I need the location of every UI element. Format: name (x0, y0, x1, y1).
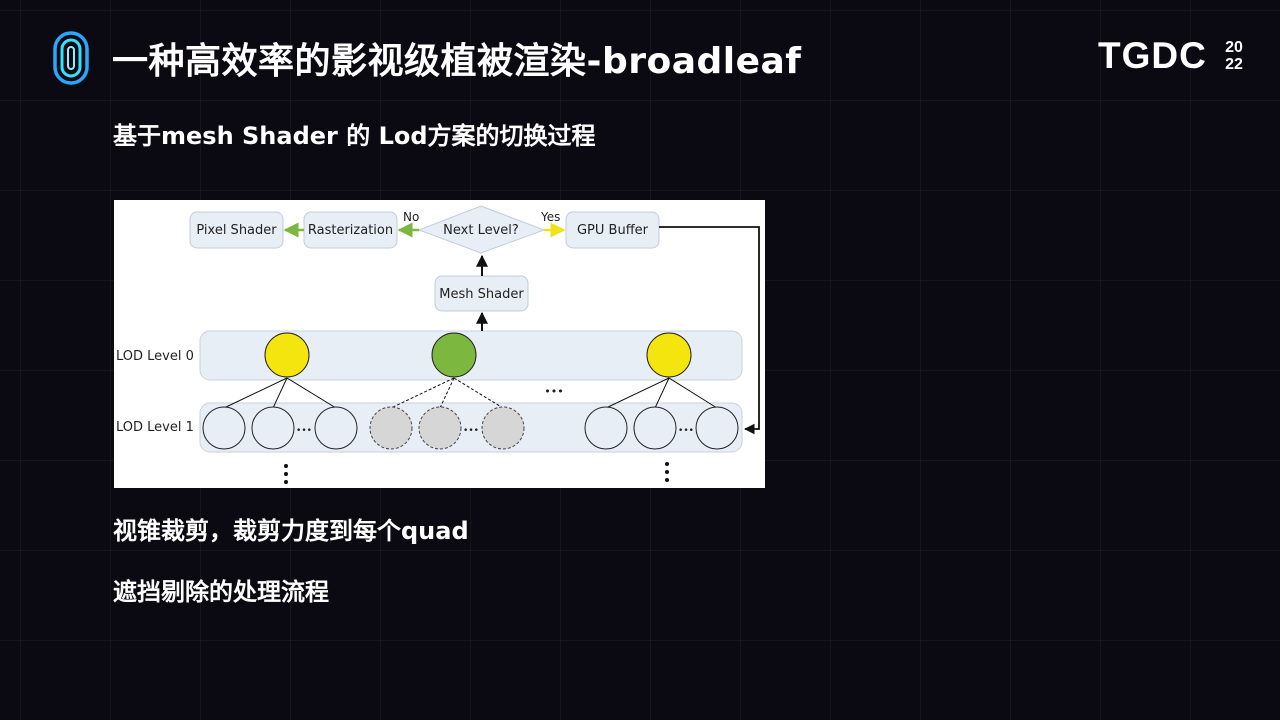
rasterization-label: Rasterization (308, 223, 393, 238)
gpu-buffer-node (565, 211, 660, 249)
brand-logo: TGDC 20 22 (1098, 36, 1250, 76)
lod-between-ellipsis: ••• (544, 385, 563, 398)
lod-level1-label: LOD Level 1 (116, 420, 194, 435)
no-edge-label: No (403, 210, 419, 224)
section-subtitle: 基于mesh Shader 的 Lod方案的切换过程 (113, 122, 596, 150)
lod1-node (314, 406, 358, 450)
brand-logo-icon (53, 31, 89, 85)
brand-year-top: 20 (1225, 39, 1243, 56)
bullet-occlusion-culling: 遮挡剔除的处理流程 (113, 578, 329, 606)
lod0-candidate-node (264, 332, 310, 378)
pixel-shader-label: Pixel Shader (196, 223, 277, 238)
lod1-node (251, 406, 295, 450)
lod1-ellipsis: ••• (296, 426, 312, 436)
brand-year: 20 22 (1220, 39, 1248, 73)
lod1-node (584, 406, 628, 450)
continuation-dots (284, 462, 669, 484)
lod-level0-label: LOD Level 0 (116, 349, 194, 364)
lod0-candidate-node (646, 332, 692, 378)
lod-tree-edges (223, 377, 718, 409)
mesh-shader-label: Mesh Shader (439, 287, 524, 302)
yes-edge-label: Yes (540, 210, 560, 224)
page-title: 一种高效率的影视级植被渲染-broadleaf (112, 41, 802, 82)
lod1-ellipsis: ••• (463, 426, 479, 436)
lod1-culled-node (369, 406, 413, 450)
lod1-culled-node (481, 406, 525, 450)
brand-name: TGDC (1098, 35, 1207, 76)
lod1-node (202, 406, 246, 450)
next-level-decision-label: Next Level? (443, 223, 519, 238)
lod-diagram-svg: LOD Level 0 LOD Level 1 Pixel Shader Ras… (116, 205, 760, 484)
lod0-selected-node (431, 332, 477, 378)
lod1-node (633, 406, 677, 450)
lod1-culled-node (418, 406, 462, 450)
gpu-buffer-feedback-arrow (659, 226, 760, 435)
lod1-node (695, 406, 739, 450)
lod-switching-diagram: LOD Level 0 LOD Level 1 Pixel Shader Ras… (114, 200, 765, 488)
lod-tree-culled-edges (390, 377, 504, 409)
gpu-buffer-label: GPU Buffer (577, 223, 649, 238)
brand-year-bottom: 22 (1225, 56, 1243, 73)
lod1-ellipsis: ••• (678, 426, 694, 436)
pixel-shader-node (189, 211, 284, 249)
bullet-frustum-culling: 视锥裁剪，裁剪力度到每个quad (113, 517, 469, 545)
